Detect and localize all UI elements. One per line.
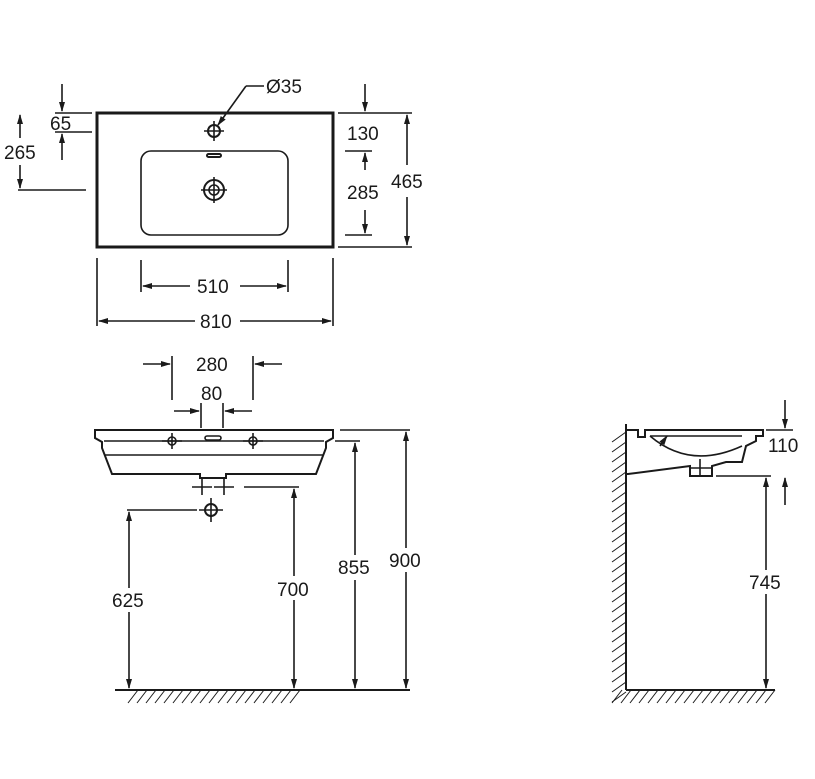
dim-510: 510 [197,277,229,298]
dim-hole-diameter: Ø35 [266,77,302,98]
dim-900: 900 [389,551,421,572]
waste-outlet-symbol [199,498,223,522]
wall-hatch [611,431,627,703]
dim-625: 625 [112,591,144,612]
basin-outline-front [94,429,334,479]
dim-855: 855 [338,558,370,579]
drain-symbol-top [201,177,227,203]
bowl-outline-top [140,150,289,236]
basin-outline-side [626,429,764,477]
tap-hole-left-front [162,433,182,449]
front-view: 280 80 625 700 855 900 [94,355,421,704]
top-view: Ø35 65 265 130 285 465 510 810 [4,77,423,333]
dim-285: 285 [347,183,379,204]
dim-745: 745 [749,573,781,594]
overflow-slot-top [206,153,222,158]
floor-hatch-front [127,689,301,704]
dim-810: 810 [200,312,232,333]
basin-outline-top [95,111,335,249]
overflow-front [204,435,222,441]
dim-110: 110 [768,436,798,457]
dim-265: 265 [4,143,36,164]
tap-hole-right-front [243,433,263,449]
water-supply-points [192,479,234,495]
dim-280: 280 [196,355,228,376]
side-view: 110 745 [611,400,798,704]
dim-65: 65 [50,114,71,135]
tap-hole-symbol [204,121,224,141]
floor-hatch-side [611,689,776,704]
dim-80: 80 [201,384,222,405]
dim-465: 465 [391,172,423,193]
dim-130: 130 [347,124,379,145]
dim-700: 700 [277,580,309,601]
